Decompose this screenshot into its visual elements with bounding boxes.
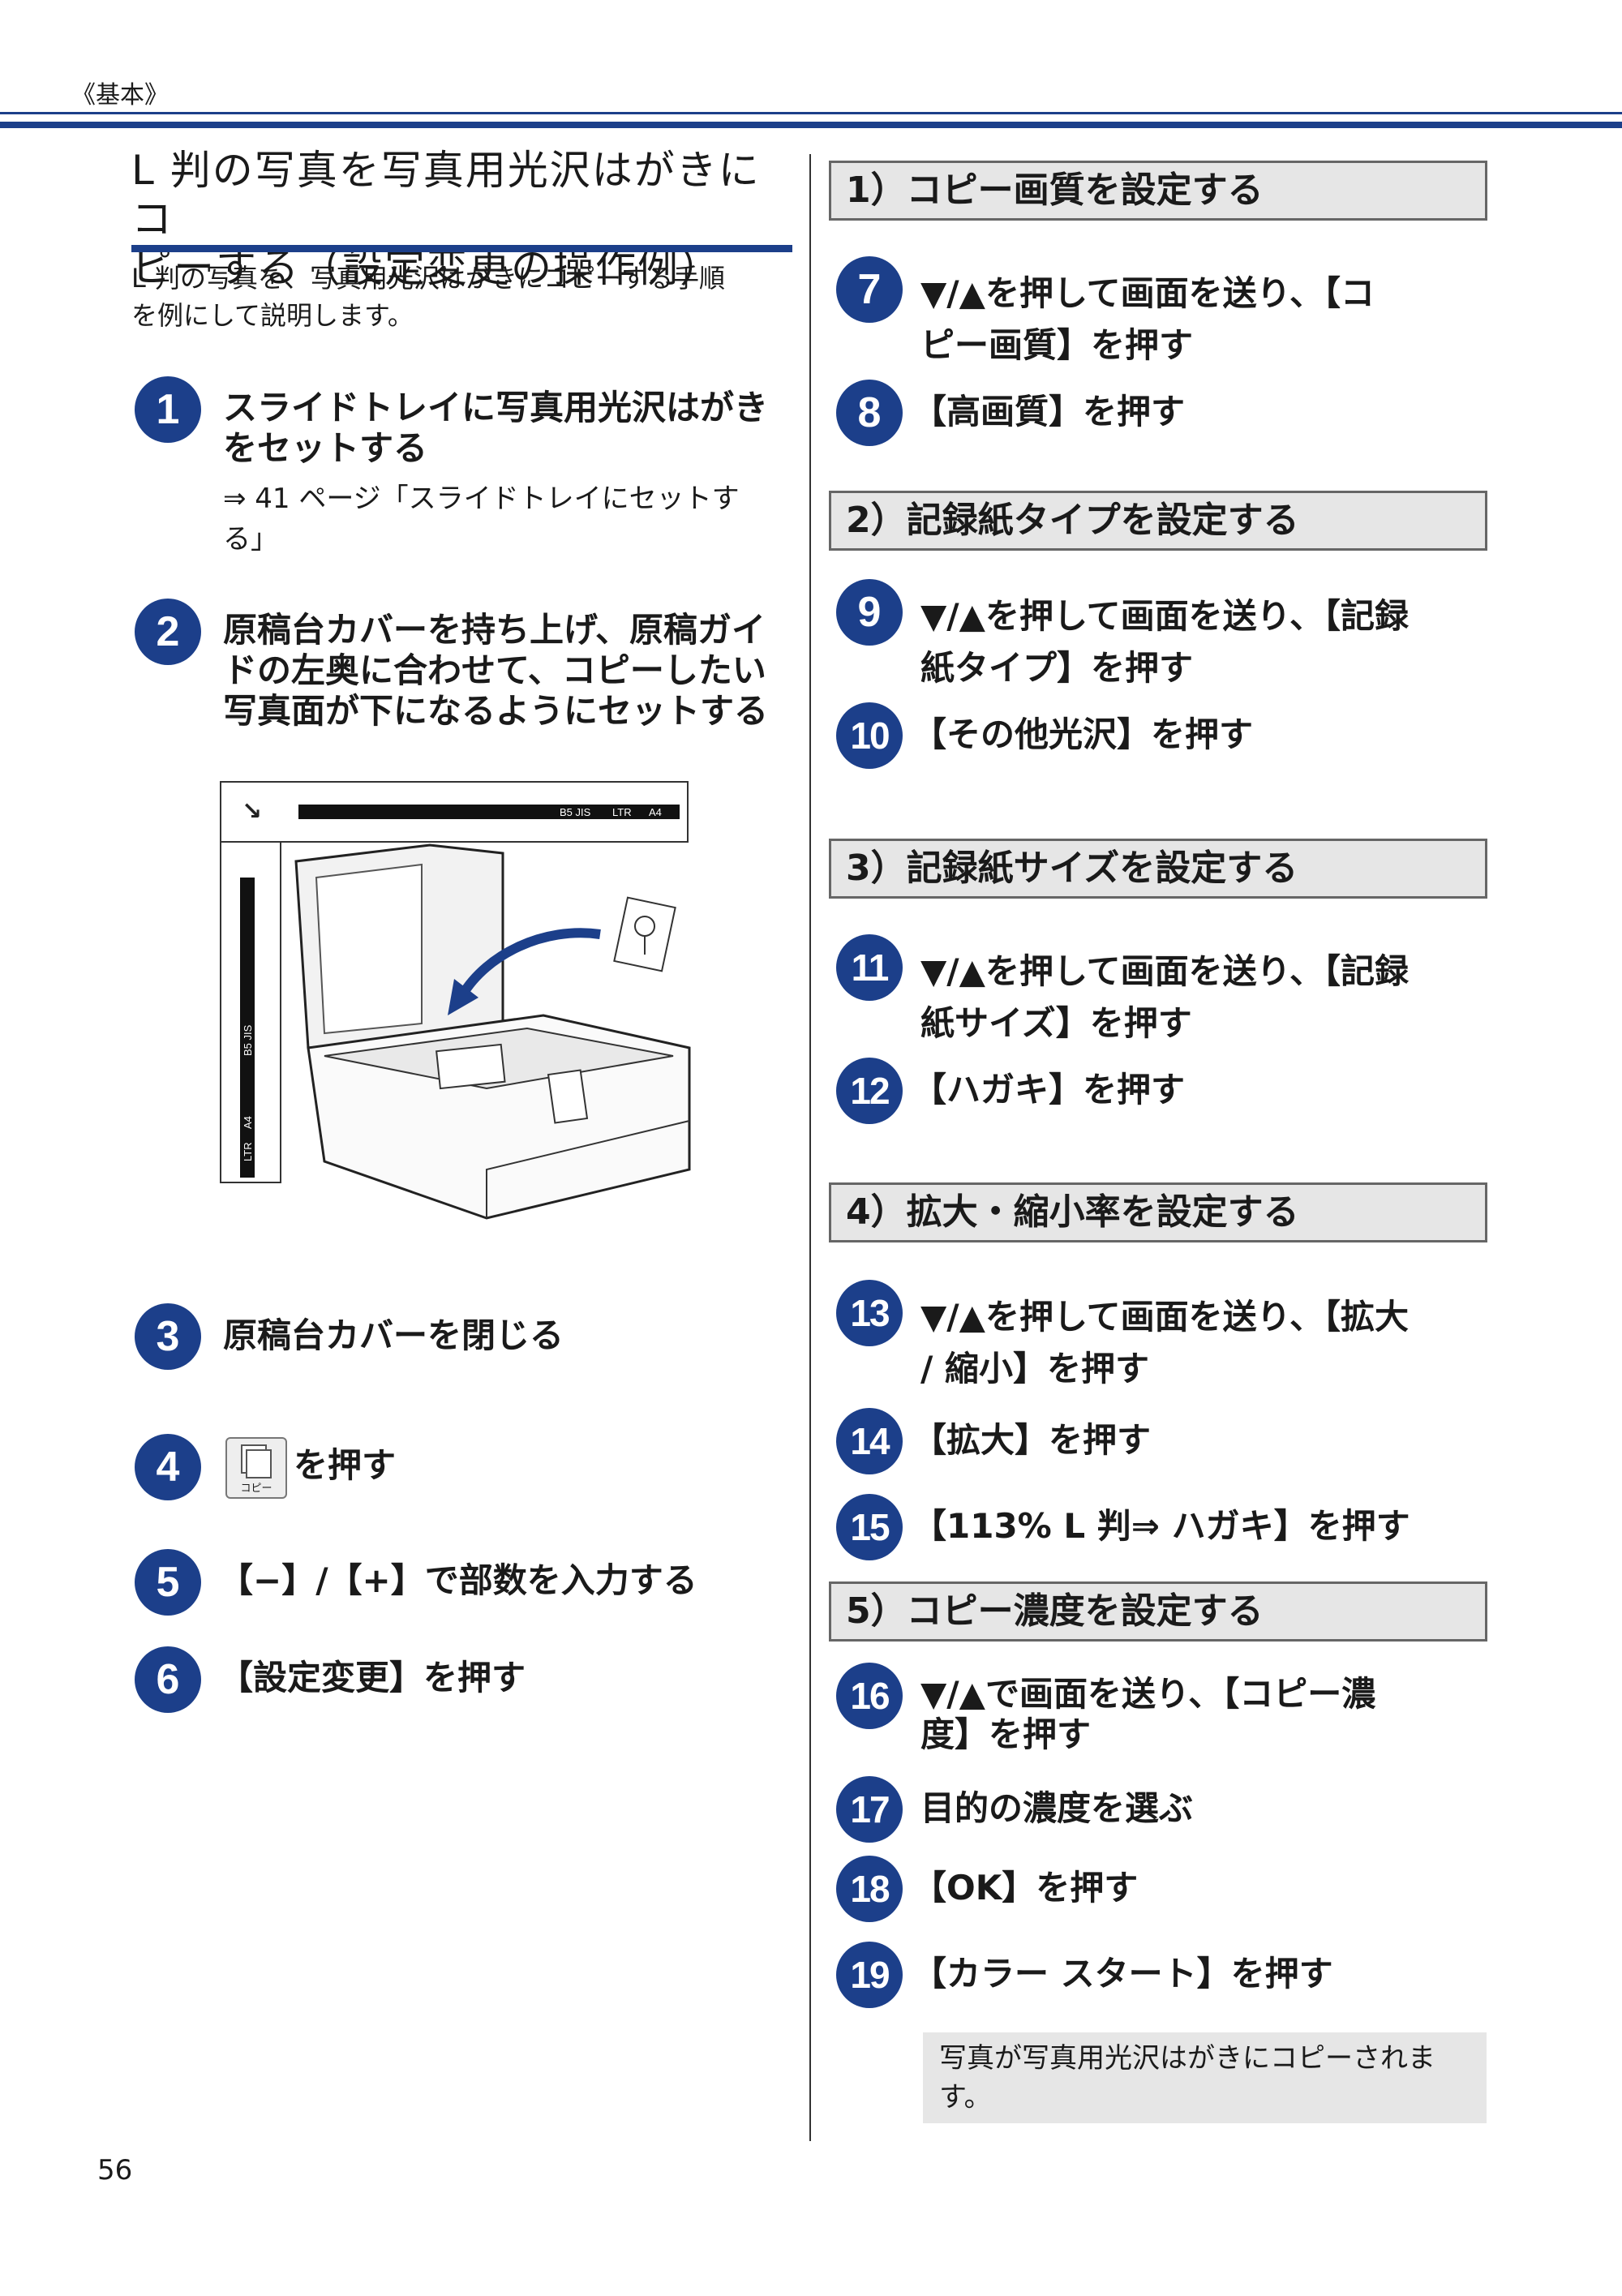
photo-card (613, 896, 676, 972)
section-header-paper-size: 3）記録紙サイズを設定する (829, 839, 1487, 899)
step-1-text: スライドトレイに写真用光沢はがき をセットする (223, 388, 769, 468)
section-header-scale: 4）拡大・縮小率を設定する (829, 1182, 1487, 1242)
step-10-text: 【その他光沢】を押す (912, 715, 1254, 754)
step-15-text: 【113% L 判⇒ ハガキ】を押す (912, 1506, 1410, 1546)
chapter-label: 《基本》 (71, 81, 169, 109)
intro-text: L 判の写真を、写真用光沢はがきにコピーする手順 を例にして説明します。 (131, 263, 726, 331)
step-14-text: 【拡大】を押す (912, 1420, 1152, 1460)
step-5-text: 【−】/【+】で部数を入力する (219, 1560, 697, 1600)
ruler-bar-top (298, 805, 680, 819)
header-rule-thin (0, 112, 1622, 114)
section-header-quality: 1）コピー画質を設定する (829, 161, 1487, 221)
step-number-5: 5 (135, 1549, 201, 1616)
ruler-vertical-b5: B5 JIS (242, 1024, 254, 1056)
ruler-vertical-ltr: LTR (242, 1142, 254, 1161)
step-12-text: 【ハガキ】を押す (912, 1070, 1186, 1109)
step-number-8: 8 (836, 380, 903, 446)
step-16-text: ▼/▲で画面を送り、【コピー濃 度】を押す (920, 1674, 1376, 1754)
ruler-label-ltr: LTR (612, 806, 632, 818)
step-13-text: ▼/▲を押して画面を送り、【拡大 / 縮小】を押す (920, 1297, 1410, 1388)
copy-key-icon[interactable]: コピー (225, 1437, 287, 1499)
ruler-bar-left (240, 878, 255, 1178)
step-number-19: 19 (836, 1942, 903, 2008)
step-8-text: 【高画質】を押す (912, 392, 1186, 431)
step-4-text: を押す (294, 1445, 397, 1485)
step-18-text: 【OK】を押す (912, 1868, 1139, 1908)
step-11-text: ▼/▲を押して画面を送り、【記録 紙サイズ】を押す (920, 951, 1410, 1043)
step-number-6: 6 (135, 1646, 201, 1713)
column-divider (809, 154, 811, 2141)
step-number-1: 1 (135, 376, 201, 443)
step-19-text: 【カラー スタート】を押す (912, 1954, 1333, 1993)
page-number: 56 (97, 2154, 133, 2187)
lid-pad (315, 863, 423, 1035)
step-number-17: 17 (836, 1776, 903, 1843)
photo-on-glass (436, 1043, 506, 1090)
placement-arrowhead-icon (448, 979, 478, 1015)
step-number-9: 9 (836, 579, 903, 646)
ruler-vertical-a4: A4 (242, 1116, 254, 1129)
copy-document-icon (241, 1444, 272, 1478)
touch-panel (547, 1069, 589, 1124)
section-header-paper-type: 2）記録紙タイプを設定する (829, 491, 1487, 551)
step-number-15: 15 (836, 1494, 903, 1560)
step-number-11: 11 (836, 934, 903, 1001)
step-number-2: 2 (135, 599, 201, 665)
section-header-density: 5）コピー濃度を設定する (829, 1581, 1487, 1642)
scanner-illustration: ↘ B5 JIS LTR A4 B5 JIS LTR A4 (220, 781, 691, 1220)
step-number-13: 13 (836, 1280, 903, 1346)
step-number-18: 18 (836, 1856, 903, 1922)
ruler-label-a4: A4 (649, 806, 662, 818)
ruler-label-b5: B5 JIS (560, 806, 591, 818)
step-7-text: ▼/▲を押して画面を送り、【コ ピー画質】を押す (920, 273, 1375, 365)
placement-arrow (457, 928, 601, 998)
step-number-7: 7 (836, 256, 903, 323)
step-2-text: 原稿台カバーを持ち上げ、原稿ガイ ドの左奥に合わせて、コピーしたい 写真面が下に… (223, 610, 769, 731)
copy-key-label: コピー (240, 1483, 272, 1495)
step-9-text: ▼/▲を押して画面を送り、【記録 紙タイプ】を押す (920, 596, 1410, 688)
step-number-14: 14 (836, 1408, 903, 1474)
result-note: 写真が写真用光沢はがきにコピーされま す。 (923, 2032, 1487, 2123)
step-number-3: 3 (135, 1303, 201, 1370)
step-number-12: 12 (836, 1058, 903, 1124)
corner-arrow-icon: ↘ (242, 797, 262, 826)
step-1-reference[interactable]: ⇒ 41 ページ「スライドトレイにセットす る」 (223, 483, 740, 556)
step-3-text: 原稿台カバーを閉じる (223, 1315, 564, 1355)
step-6-text: 【設定変更】を押す (219, 1658, 526, 1697)
front-edge (486, 1120, 690, 1218)
header-rule-thick (0, 122, 1622, 128)
step-number-4: 4 (135, 1434, 201, 1500)
title-underline (131, 245, 792, 252)
step-number-10: 10 (836, 702, 903, 769)
step-17-text: 目的の濃度を選ぶ (920, 1788, 1194, 1828)
step-number-16: 16 (836, 1663, 903, 1729)
